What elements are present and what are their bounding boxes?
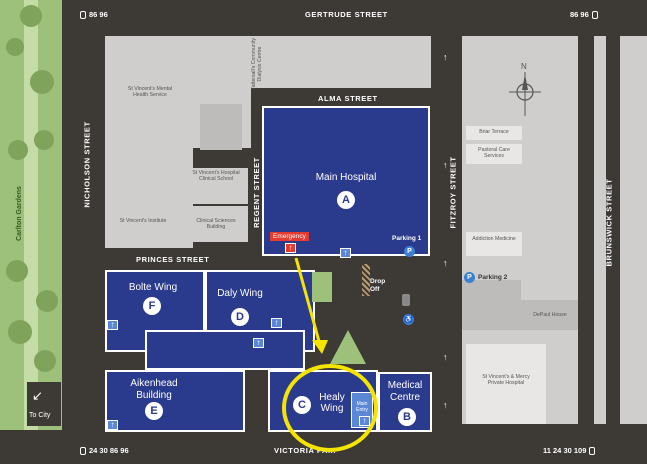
pastoral-label: Pastoral Care Services xyxy=(478,147,510,159)
entry-arrow-icon: ↑ xyxy=(285,243,296,253)
brunswick-road xyxy=(578,36,594,424)
block-depaul xyxy=(521,300,578,330)
tram-icon xyxy=(80,446,86,455)
entry-arrow-icon: ↑ xyxy=(271,318,282,328)
aikenhead-label: Aikenhead Building xyxy=(130,378,178,401)
healy-wing-letter: C xyxy=(293,396,311,414)
tram-stop-bottom-left: 24 30 86 96 xyxy=(80,446,129,455)
medical-centre-letter: B xyxy=(398,408,416,426)
tram-routes: 86 96 xyxy=(570,10,589,19)
drop-off-label: Drop Off xyxy=(370,278,386,293)
entry-arrow-icon: ↑ xyxy=(107,420,118,430)
gertrude-street-label: GERTRUDE STREET xyxy=(305,10,388,19)
courtyard-garden xyxy=(312,272,332,302)
parking1-icon: P xyxy=(404,246,415,257)
briar-label: Briar Terrace xyxy=(479,129,509,135)
car-icon xyxy=(402,294,410,306)
arrow-up-icon: ↑ xyxy=(443,258,448,268)
tree xyxy=(6,38,24,56)
tree xyxy=(6,260,28,282)
clinical-school-label: St Vincent's Hospital Clinical School xyxy=(192,170,240,182)
arrow-up-icon: ↑ xyxy=(443,352,448,362)
block-mercy xyxy=(466,344,546,424)
depaul-label: DePaul House xyxy=(533,312,567,318)
tram-stop-top-left: 86 96 xyxy=(80,10,108,19)
daly-wing-label: Daly Wing xyxy=(217,288,263,299)
healy-wing-label: Healy Wing xyxy=(319,392,345,414)
arrow-up-icon: ↑ xyxy=(443,400,448,410)
tree xyxy=(20,5,42,27)
aikenhead-building[interactable] xyxy=(105,370,245,432)
entry-arrow-icon: ↑ xyxy=(359,416,370,426)
block-gray-mid xyxy=(462,280,521,330)
aikenhead-letter: E xyxy=(145,402,163,420)
block-small-dark xyxy=(200,104,242,150)
compass-icon: N xyxy=(505,60,545,118)
to-city-box xyxy=(27,382,61,426)
entry-arrow-icon: ↑ xyxy=(340,248,351,258)
daly-wing-letter: D xyxy=(231,308,249,326)
tree xyxy=(8,320,32,344)
entry-arrow-icon: ↑ xyxy=(107,320,118,330)
entry-arrow-icon: ↑ xyxy=(253,338,264,348)
mercy-label: St Vincent's & Mercy Private Hospital xyxy=(482,374,530,386)
tram-icon xyxy=(589,446,596,455)
bolte-wing-letter: F xyxy=(143,297,161,315)
alma-street-label: ALMA STREET xyxy=(318,94,378,103)
block-clinical-school xyxy=(184,168,248,204)
tram-routes: 86 96 xyxy=(89,10,108,19)
block-briar xyxy=(466,126,522,140)
institute-label: St Vincent's Institute xyxy=(119,218,167,224)
arrow-down-left-icon: ↙ xyxy=(32,388,43,403)
tram-stop-top-right: 86 96 xyxy=(570,10,598,19)
tram-stop-bottom-right: 11 24 30 109 xyxy=(543,446,596,455)
addiction-label: Addiction Medicine xyxy=(472,236,516,242)
block-clinical-sciences xyxy=(184,206,248,242)
tram-icon xyxy=(80,10,86,19)
daly-wing-lower[interactable] xyxy=(145,330,305,370)
parking2-label: Parking 2 xyxy=(478,274,508,281)
main-entry-label: Main Entry xyxy=(356,401,368,413)
tree xyxy=(30,70,54,94)
north-label: N xyxy=(521,62,527,71)
tree xyxy=(8,140,28,160)
arrow-up-icon: ↑ xyxy=(443,160,448,170)
tram-icon xyxy=(591,10,598,19)
tree xyxy=(36,290,58,312)
main-hospital-label: Main Hospital xyxy=(315,172,377,183)
main-hospital-letter: A xyxy=(337,191,355,209)
parking2-icon: P xyxy=(464,272,475,283)
arrow-up-icon: ↑ xyxy=(443,52,448,62)
mental-health-label: St Vincent's Mental Health Service xyxy=(127,86,173,98)
medical-centre-label: Medical Centre xyxy=(387,380,423,403)
parking1-label: Parking 1 xyxy=(392,235,422,242)
block-top-left xyxy=(105,36,431,88)
princes-street-label: PRINCES STREET xyxy=(136,255,210,264)
to-city-label: To City xyxy=(29,412,51,419)
gardens-strip-right xyxy=(620,36,647,424)
tram-routes: 11 24 30 109 xyxy=(543,446,587,455)
block-institute xyxy=(105,206,181,248)
bolte-wing-label: Bolte Wing xyxy=(128,282,178,293)
garden-triangle xyxy=(330,330,366,364)
victoria-street-label: VICTORIA PA... xyxy=(274,446,337,455)
clinical-sciences-label: Clinical Sciences Building xyxy=(196,218,236,230)
accessible-parking-icon: ♿ xyxy=(403,314,414,325)
tree xyxy=(34,350,56,372)
emergency-sign[interactable]: Emergency xyxy=(270,232,309,241)
drop-off-lane xyxy=(362,264,370,296)
block-pastoral xyxy=(466,144,522,164)
tree xyxy=(34,130,54,150)
tram-routes: 24 30 86 96 xyxy=(89,446,129,455)
block-addiction xyxy=(466,232,522,256)
